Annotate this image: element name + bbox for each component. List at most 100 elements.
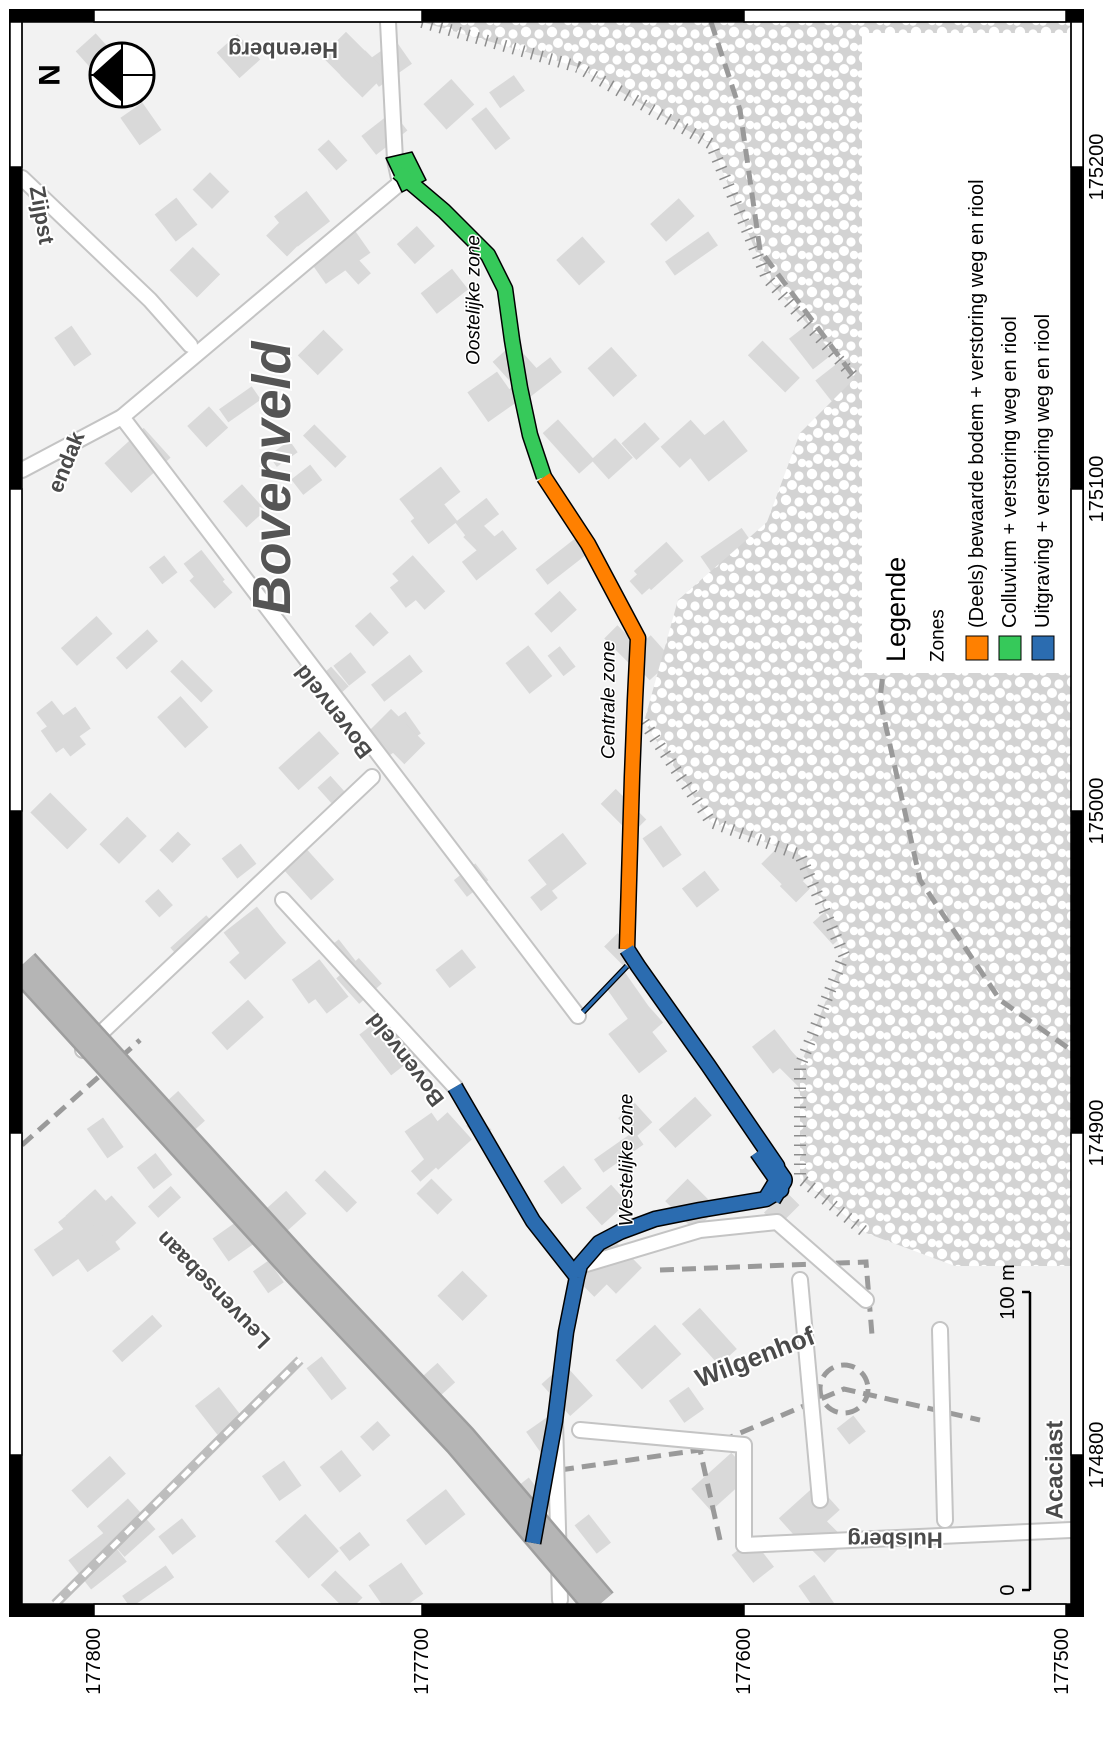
building xyxy=(455,497,500,539)
building xyxy=(65,1189,112,1234)
road-acaciastraat xyxy=(933,1323,952,1527)
zone-west-south xyxy=(526,1275,584,1545)
building xyxy=(86,1117,124,1159)
building xyxy=(530,884,558,912)
building xyxy=(527,832,587,891)
legend-label-excavation: Uitgraving + verstoring weg en riool xyxy=(1032,314,1054,628)
scale-bar-end-label: 100 m xyxy=(997,1264,1019,1320)
building xyxy=(618,1102,653,1138)
map-frame xyxy=(9,9,1084,1617)
building xyxy=(223,906,280,962)
building xyxy=(489,75,525,109)
building xyxy=(684,420,748,482)
building xyxy=(221,843,257,879)
street-label-herenberg: Herenberg xyxy=(228,38,338,63)
zone-label-central: Centrale zone xyxy=(599,641,620,759)
road-residential xyxy=(576,1215,873,1307)
building xyxy=(268,440,298,467)
legend-title: Legende xyxy=(881,557,911,662)
building xyxy=(413,1112,472,1170)
zone-west-branch xyxy=(448,1083,583,1282)
building xyxy=(371,654,423,702)
building xyxy=(340,50,388,98)
building xyxy=(149,555,178,585)
building xyxy=(170,659,213,703)
building xyxy=(306,1356,347,1401)
building xyxy=(104,427,171,494)
legend-subtitle: Zones xyxy=(928,609,949,662)
building xyxy=(594,1131,644,1173)
building xyxy=(751,1029,796,1074)
area-label-bovenveld: Bovenveld xyxy=(242,340,302,614)
road-wilgenhof xyxy=(573,1423,751,1552)
building xyxy=(169,246,221,298)
building xyxy=(574,1514,611,1554)
building xyxy=(422,1362,456,1396)
building xyxy=(747,340,800,393)
building xyxy=(658,1096,712,1149)
building xyxy=(319,1450,362,1493)
building xyxy=(435,949,477,989)
north-label: N xyxy=(34,64,67,86)
map-content: Herenberg Zijpst endak Bovenveld Bovenve… xyxy=(22,22,1071,1604)
building xyxy=(291,464,323,495)
building xyxy=(547,646,576,677)
building xyxy=(396,226,435,265)
building xyxy=(192,172,230,209)
zone-west-line xyxy=(570,945,788,1279)
north-arrow-icon xyxy=(92,48,122,102)
building xyxy=(416,1178,453,1215)
road-bovenveld-north xyxy=(115,176,407,424)
zone-west-bend xyxy=(751,1143,792,1204)
building xyxy=(463,521,506,564)
grid-label-bottom: 177700 xyxy=(411,1628,433,1695)
building xyxy=(392,555,446,610)
building xyxy=(585,1184,628,1226)
building xyxy=(144,889,173,918)
building xyxy=(681,870,720,908)
building xyxy=(147,1186,182,1218)
zones-layer xyxy=(385,151,793,1545)
building xyxy=(664,231,718,276)
road-hulsberg xyxy=(737,1523,1071,1552)
building xyxy=(642,825,682,868)
building xyxy=(183,549,225,594)
building xyxy=(297,959,349,1014)
grid-label-right: 174800 xyxy=(1086,1422,1108,1489)
building xyxy=(320,1570,363,1604)
grid-label-right: 175200 xyxy=(1086,134,1108,201)
building xyxy=(471,107,511,150)
grid-label-bottom: 177800 xyxy=(83,1628,105,1695)
building xyxy=(556,236,606,286)
building xyxy=(261,1460,302,1501)
building xyxy=(660,419,710,468)
building xyxy=(542,419,595,474)
grid-labels-bottom: 177800 177700 177600 177500 xyxy=(83,1628,1073,1695)
building xyxy=(278,731,340,791)
building xyxy=(668,1386,705,1423)
zone-label-west: Westelijke zone xyxy=(617,1094,638,1227)
grid-labels-right: 175200 175100 175000 174900 174800 xyxy=(1086,134,1108,1489)
building xyxy=(158,1518,197,1555)
road-cul-de-sac xyxy=(793,1273,827,1507)
road-bovenveld-south xyxy=(276,893,462,1094)
building xyxy=(60,616,113,666)
zone-label-east: Oostelijke zone xyxy=(464,235,485,365)
road-zijpst xyxy=(22,171,197,352)
building xyxy=(310,231,371,285)
building xyxy=(157,696,209,749)
building xyxy=(543,1165,582,1205)
building xyxy=(399,466,461,525)
building xyxy=(608,1011,668,1074)
building xyxy=(354,612,389,647)
legend-swatch-excavation xyxy=(1031,635,1055,661)
building xyxy=(360,1420,391,1452)
building xyxy=(122,1565,175,1604)
building xyxy=(274,191,331,247)
building xyxy=(219,386,261,423)
building xyxy=(54,325,92,367)
building xyxy=(467,371,518,423)
building xyxy=(370,708,426,765)
legend-box xyxy=(862,33,1071,673)
building xyxy=(33,1226,86,1277)
